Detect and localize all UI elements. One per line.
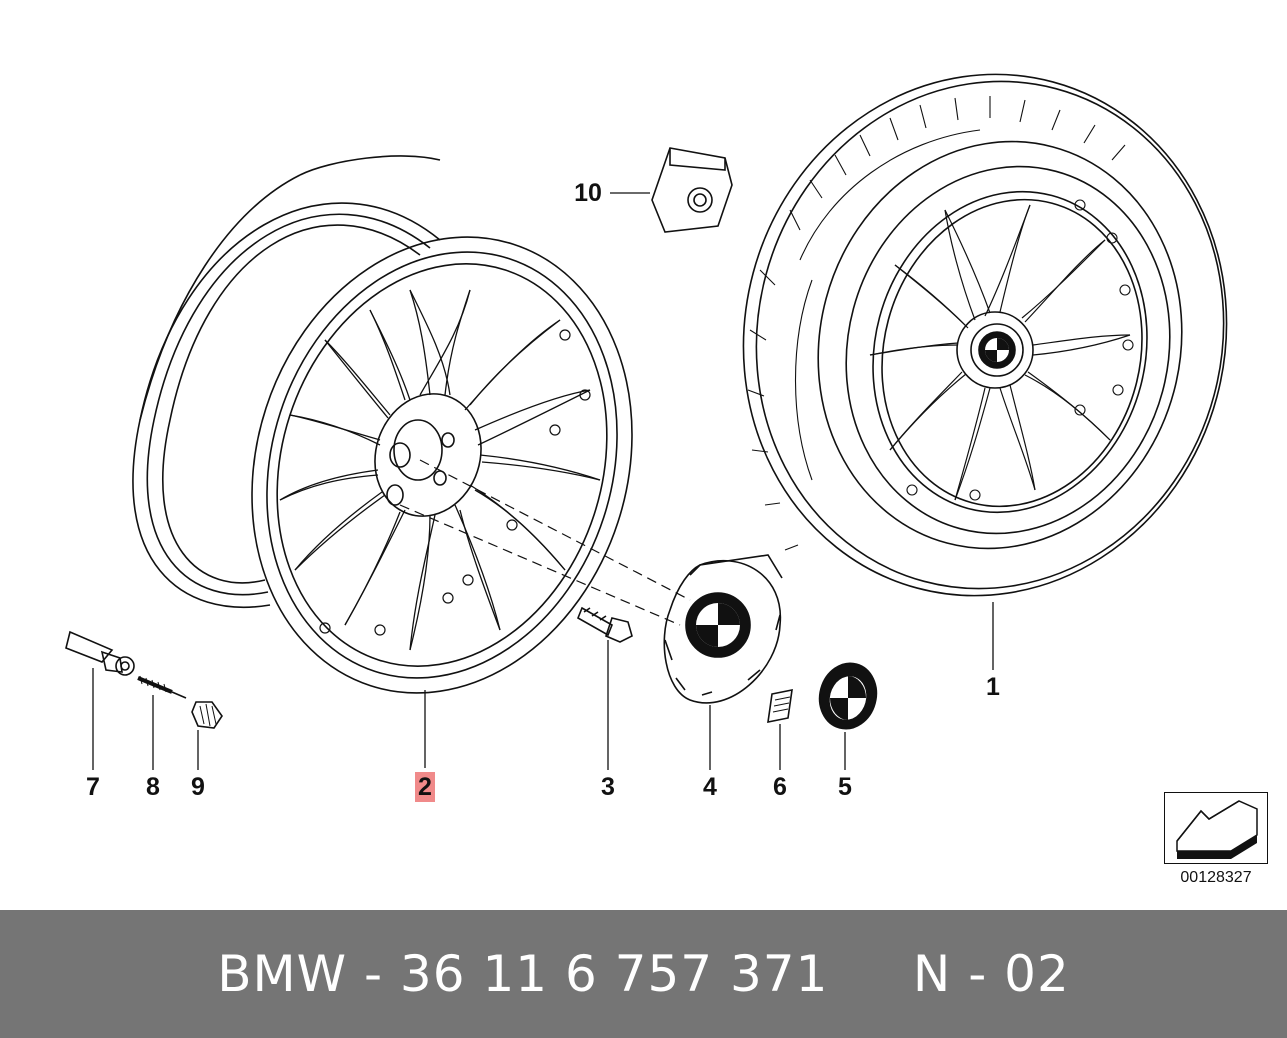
- callout-9[interactable]: 9: [191, 773, 205, 801]
- footer-bar: BMW - 36 11 6 757 371 N - 02: [0, 910, 1287, 1038]
- callout-7[interactable]: 7: [86, 773, 100, 801]
- complete-wheel-drawing: [742, 73, 1228, 597]
- wheel-bolt-drawing: [576, 606, 633, 643]
- part-number-text: BMW - 36 11 6 757 371 N - 02: [217, 945, 1070, 1003]
- wheel-emblem-icon: [978, 331, 1016, 369]
- wheel-assembly-drawing: [65, 73, 1228, 770]
- callout-10[interactable]: 10: [574, 179, 602, 207]
- rim-drawing: [132, 155, 691, 694]
- callout-6[interactable]: 6: [773, 773, 787, 801]
- callout-5[interactable]: 5: [838, 773, 852, 801]
- parts-diagram: 1 2 3 4 5 6 7 8 9 10 00128327: [65, 73, 1268, 886]
- callout-4[interactable]: 4: [703, 773, 717, 801]
- emblem-drawing: [818, 662, 878, 730]
- center-cap-emblem-icon: [685, 592, 751, 658]
- back-arrow-icon: [1176, 800, 1258, 859]
- label-strip-drawing: [767, 688, 793, 724]
- center-cap-drawing: [663, 554, 783, 704]
- navigation-arrow-box[interactable]: [1164, 792, 1268, 864]
- nut-pad-drawing: [651, 147, 733, 233]
- valve-cap-drawing: [191, 701, 223, 729]
- leader-lines: [92, 192, 994, 770]
- valve-core-drawing: [137, 675, 187, 699]
- callout-8[interactable]: 8: [146, 773, 160, 801]
- diagram-id: 00128327: [1180, 869, 1252, 886]
- callout-3[interactable]: 3: [601, 773, 615, 801]
- callout-1[interactable]: 1: [986, 673, 1000, 701]
- valve-drawing: [65, 630, 135, 676]
- callout-2-highlighted[interactable]: 2: [415, 772, 435, 802]
